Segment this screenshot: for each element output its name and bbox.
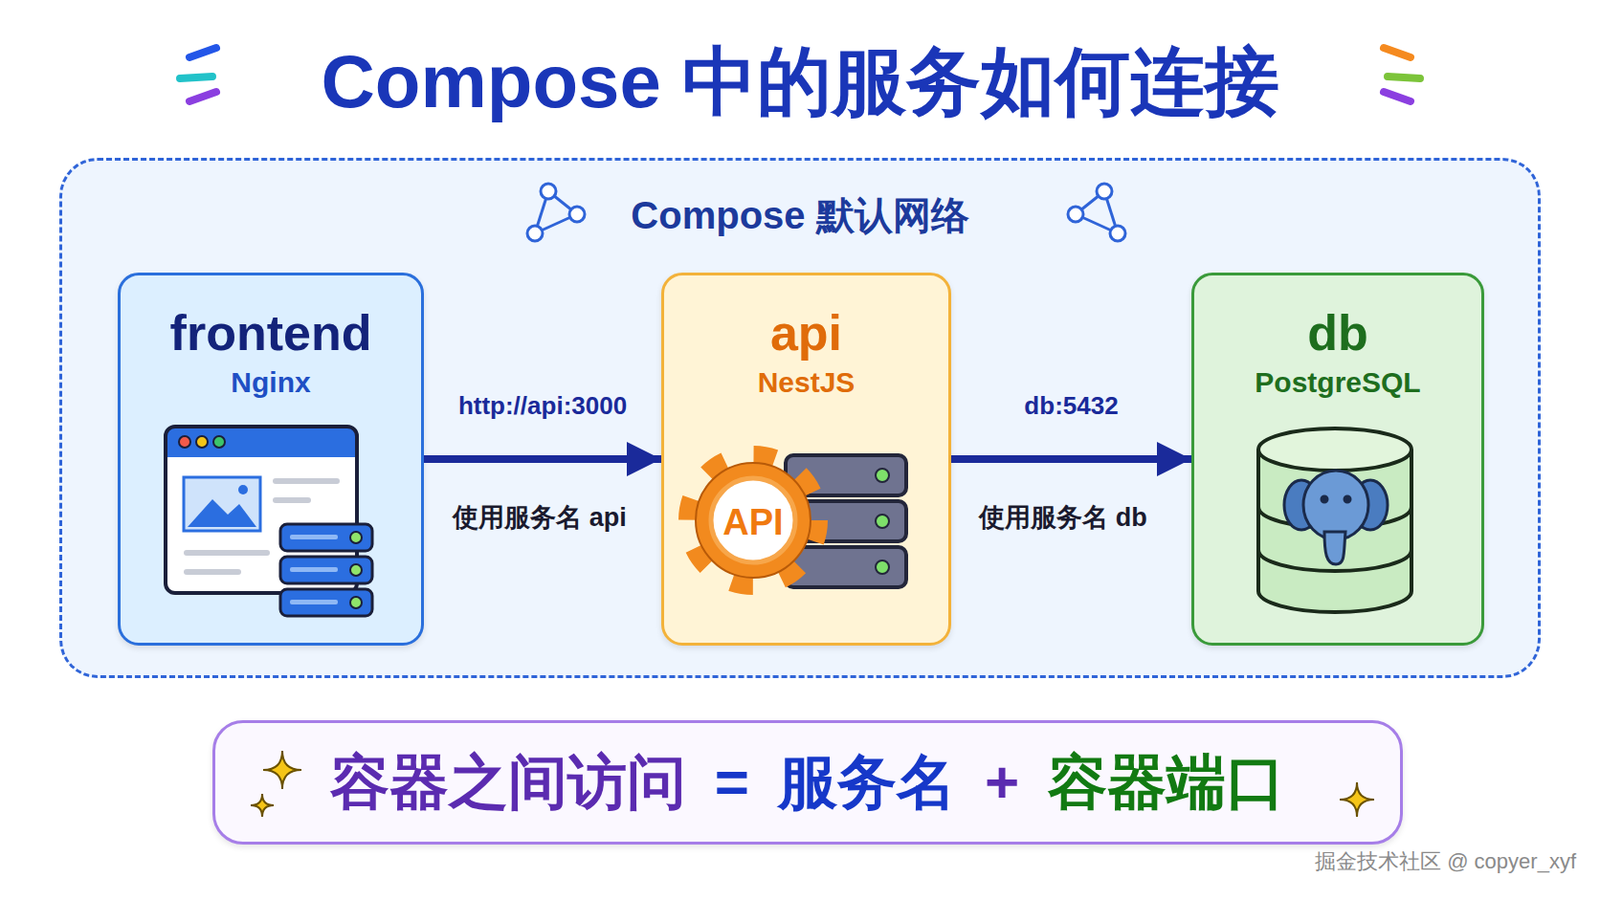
rule-operator: + xyxy=(984,745,1020,821)
database-icon xyxy=(1258,428,1412,613)
browser-icon xyxy=(165,426,357,594)
service-box: frontendNginx xyxy=(117,272,424,646)
service-name: db xyxy=(1307,302,1369,364)
deco-stroke xyxy=(1383,91,1411,102)
service-box: dbPostgreSQL xyxy=(1191,272,1485,646)
service-box: apiNestJS xyxy=(661,272,952,646)
connector-arrow xyxy=(951,455,1192,464)
icon-text: API xyxy=(722,502,783,544)
network-group: Compose 默认网络 frontendNginx apiNestJS dbPost… xyxy=(59,157,1541,679)
deco-stroke xyxy=(189,47,217,58)
diagram-title: Compose 中的服务如何连接 xyxy=(0,36,1600,127)
sparkle-decoration xyxy=(250,751,1375,818)
service-name: api xyxy=(770,302,843,364)
service-tech: Nginx xyxy=(230,363,311,402)
rule-text: 容器端口 xyxy=(1047,745,1286,821)
edge-note: 使用服务名 db xyxy=(978,500,1148,535)
service-tech: NestJS xyxy=(757,363,856,402)
api-server-icon xyxy=(785,455,907,588)
network-icon xyxy=(1067,183,1126,242)
title-decoration xyxy=(179,47,1421,102)
deco-stroke xyxy=(179,76,213,79)
network-icon xyxy=(527,183,585,242)
server-stack-icon xyxy=(280,524,373,617)
group-heading: Compose 默认网络 xyxy=(62,191,1538,240)
edge-label: db:5432 xyxy=(1023,391,1118,422)
rule-operator: = xyxy=(714,745,750,821)
deco-stroke xyxy=(189,91,217,102)
service-name: frontend xyxy=(170,302,373,364)
service-tech: PostgreSQL xyxy=(1254,363,1421,402)
edge-label: http://api:3000 xyxy=(458,391,627,422)
elephant-icon xyxy=(1284,470,1388,565)
gear-icon xyxy=(689,457,817,584)
rule-text: 服务名 xyxy=(777,745,956,821)
rule-text: 容器之间访问 xyxy=(330,745,687,821)
deco-stroke xyxy=(1383,47,1411,58)
connector-arrow xyxy=(423,455,662,464)
deco-stroke xyxy=(1387,76,1421,79)
rule-banner: 容器之间访问 = 服务名 + 容器端口 xyxy=(212,720,1403,845)
edge-note: 使用服务名 api xyxy=(452,500,627,535)
watermark: 掘金技术社区 @ copyer_xyf xyxy=(1314,847,1577,877)
